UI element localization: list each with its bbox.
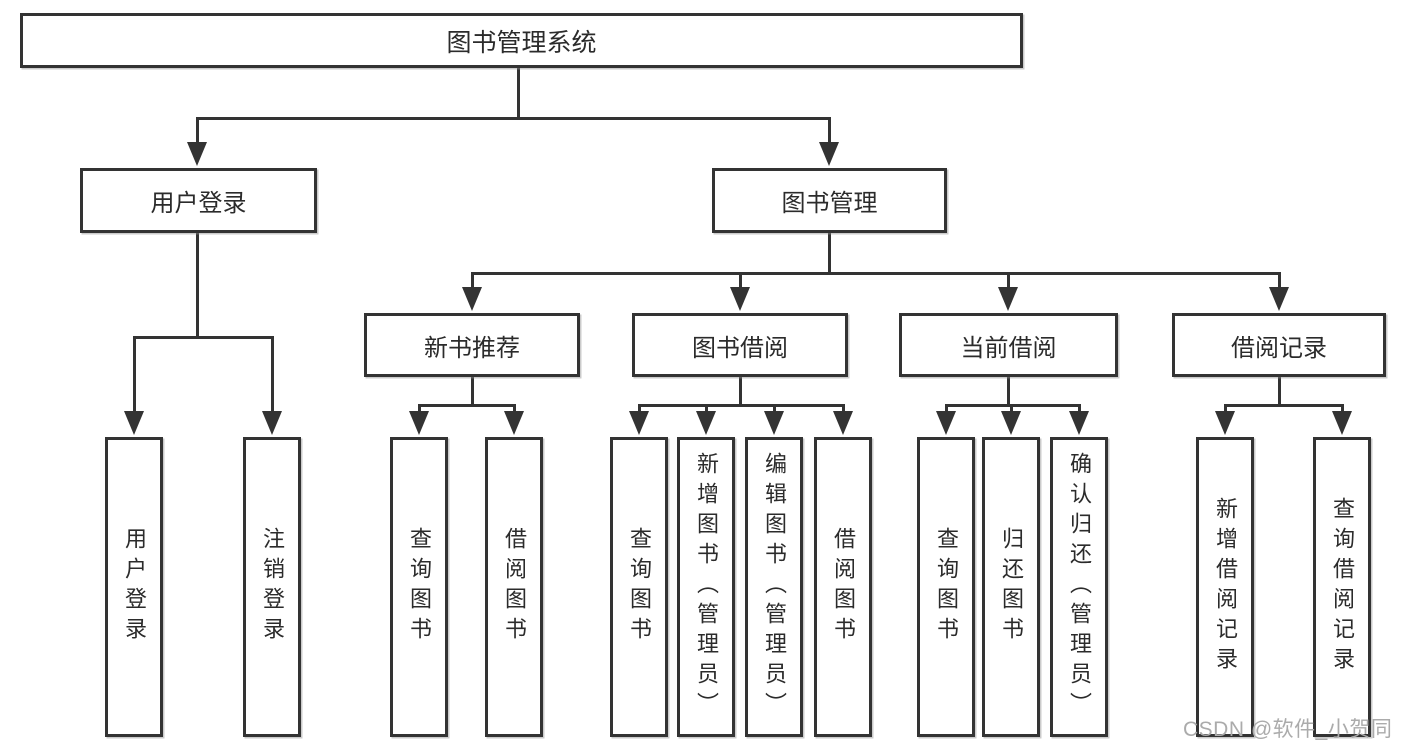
connector-drop	[1078, 404, 1081, 414]
connector-current-stem	[1007, 377, 1010, 406]
connector-drop-new-book	[471, 272, 474, 288]
leaf-edit-books-admin: 编辑图书（管理员）	[745, 437, 803, 737]
leaf-query-books-borrow: 查询图书	[610, 437, 668, 737]
arrow-down-icon	[833, 411, 853, 435]
connector-drop	[513, 404, 516, 414]
connector-new-book-stem	[471, 377, 474, 406]
arrow-down-icon	[998, 287, 1018, 311]
leaf-return-books: 归还图书	[982, 437, 1040, 737]
arrow-down-icon	[764, 411, 784, 435]
arrow-down-icon	[1215, 411, 1235, 435]
arrow-down-icon	[936, 411, 956, 435]
connector-drop-leaf-login	[133, 336, 136, 412]
leaf-borrow-books: 借阅图书	[814, 437, 872, 737]
connector-drop-leaf-logout	[271, 336, 274, 412]
connector-drop	[945, 404, 948, 414]
node-current-borrow: 当前借阅	[899, 313, 1118, 377]
arrow-down-icon	[1069, 411, 1089, 435]
arrow-down-icon	[730, 287, 750, 311]
connector-split-book-borrow	[638, 404, 845, 407]
connector-drop	[418, 404, 421, 414]
connector-split-new-book	[418, 404, 516, 407]
connector-drop	[638, 404, 641, 414]
arrow-down-icon	[1001, 411, 1021, 435]
leaf-borrow-books-recommend: 借阅图书	[485, 437, 543, 737]
connector-split-root	[196, 117, 831, 120]
leaf-query-books-recommend: 查询图书	[390, 437, 448, 737]
leaf-query-borrow-record: 查询借阅记录	[1313, 437, 1371, 737]
arrow-down-icon	[124, 411, 144, 435]
connector-drop	[773, 404, 776, 414]
arrow-down-icon	[1332, 411, 1352, 435]
connector-drop-book-borrow	[739, 272, 742, 288]
connector-drop-current	[1007, 272, 1010, 288]
connector-book-borrow-stem	[739, 377, 742, 406]
arrow-down-icon	[819, 142, 839, 166]
arrow-down-icon	[1269, 287, 1289, 311]
node-library-system: 图书管理系统	[20, 13, 1023, 68]
node-book-management: 图书管理	[712, 168, 947, 233]
node-book-borrow: 图书借阅	[632, 313, 848, 377]
connector-drop	[1341, 404, 1344, 414]
csdn-watermark: CSDN @软件_小贺同学	[1183, 718, 1393, 741]
leaf-add-borrow-record: 新增借阅记录	[1196, 437, 1254, 737]
arrow-down-icon	[629, 411, 649, 435]
leaf-confirm-return-admin: 确认归还（管理员）	[1050, 437, 1108, 737]
connector-drop-record	[1278, 272, 1281, 288]
leaf-add-books-admin: 新增图书（管理员）	[677, 437, 735, 737]
node-user-login: 用户登录	[80, 168, 317, 233]
arrow-down-icon	[262, 411, 282, 435]
connector-split-book-mgmt	[471, 272, 1281, 275]
arrow-down-icon	[462, 287, 482, 311]
leaf-logout: 注销登录	[243, 437, 301, 737]
connector-root-stem	[517, 68, 520, 118]
node-borrow-record: 借阅记录	[1172, 313, 1386, 377]
connector-split-record	[1224, 404, 1344, 407]
connector-user-login-stem	[196, 233, 199, 337]
arrow-down-icon	[504, 411, 524, 435]
connector-record-stem	[1278, 377, 1281, 406]
connector-split-current	[945, 404, 1081, 407]
connector-drop	[1010, 404, 1013, 414]
connector-drop	[842, 404, 845, 414]
leaf-query-books-current: 查询图书	[917, 437, 975, 737]
arrow-down-icon	[409, 411, 429, 435]
node-new-book-recommend: 新书推荐	[364, 313, 580, 377]
connector-drop-user-login	[196, 117, 199, 143]
arrow-down-icon	[696, 411, 716, 435]
connector-book-mgmt-stem	[828, 233, 831, 273]
connector-drop	[1224, 404, 1227, 414]
leaf-user-login: 用户登录	[105, 437, 163, 737]
connector-drop-book-mgmt	[828, 117, 831, 143]
arrow-down-icon	[187, 142, 207, 166]
connector-split-user-login	[133, 336, 274, 339]
connector-drop	[705, 404, 708, 414]
